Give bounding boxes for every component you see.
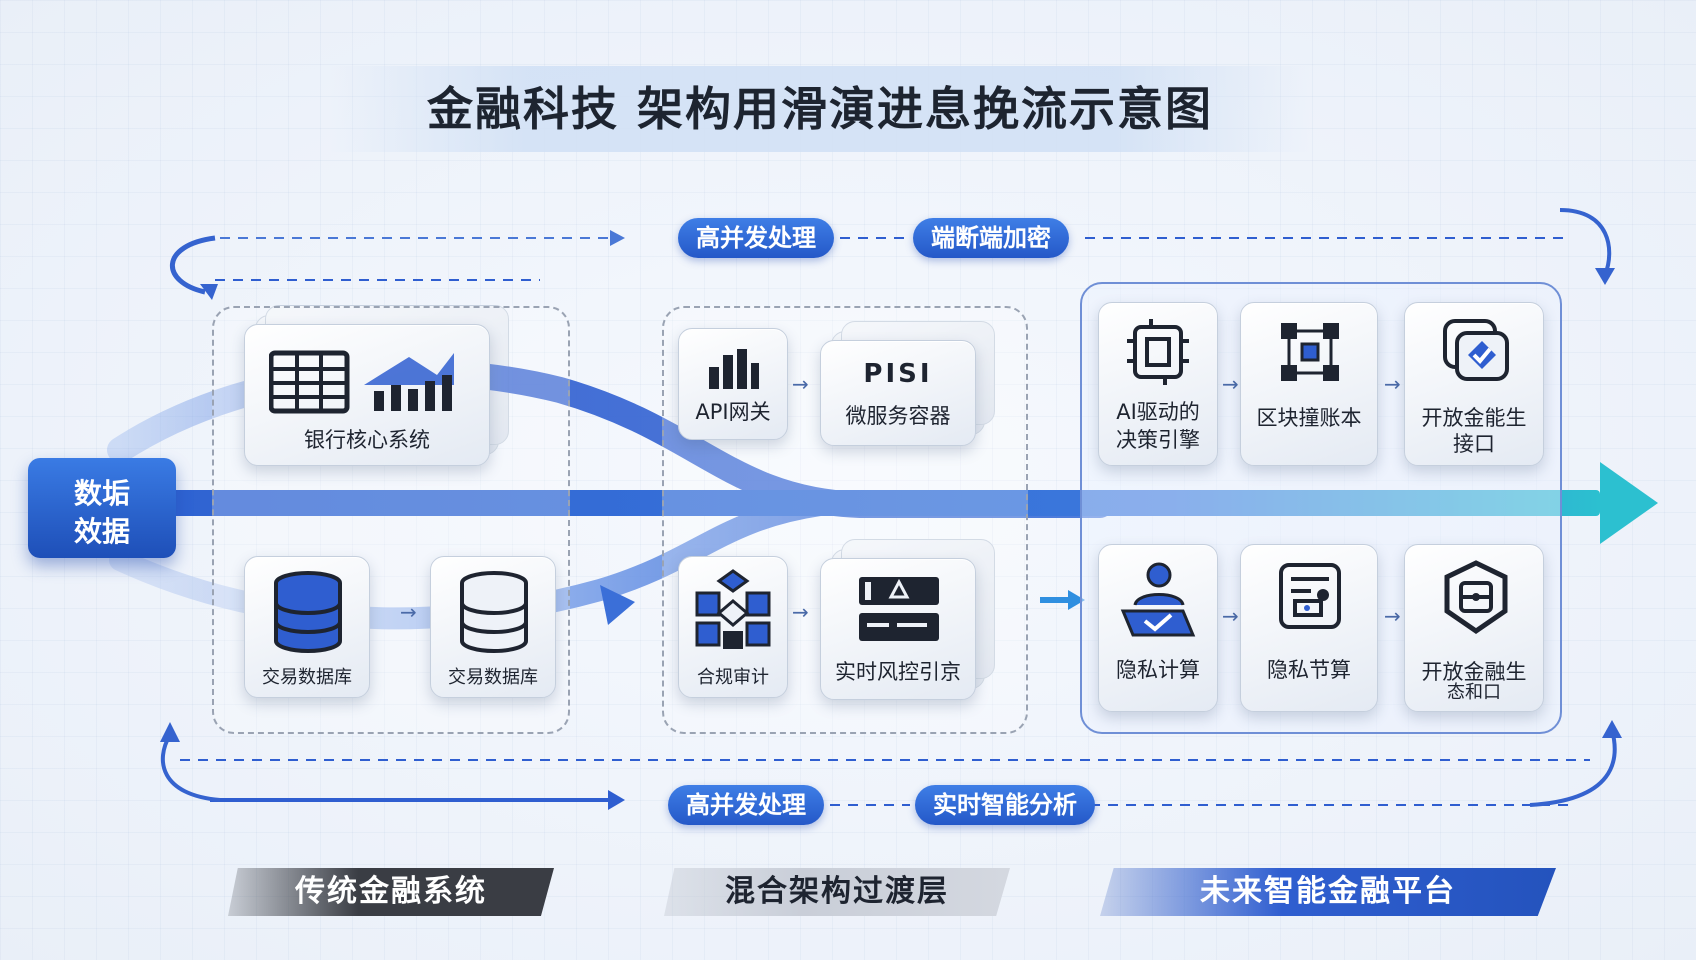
top-right-loop-arrow <box>1559 208 1612 276</box>
pill-end-to-end-encryption: 端断端加密 <box>913 218 1069 258</box>
card-compliance-audit: 合规审计 <box>678 556 788 698</box>
bottom-right-loop-arrow <box>1529 729 1617 807</box>
main-flow-arrowhead <box>1600 462 1658 544</box>
ai-chip-icon <box>1127 319 1189 385</box>
compliance-audit-label: 合规审计 <box>697 667 769 688</box>
microservice-container-label: 微服务容器 <box>845 404 951 428</box>
privacy-computing-2-label: 隐私节算 <box>1267 658 1351 682</box>
container-badge: PISI <box>863 359 933 389</box>
database-icon <box>274 571 342 653</box>
card-open-finance-ecosystem: 开放金融生 态和口 <box>1404 544 1544 712</box>
ai-engine-label-line1: AI驱动的 <box>1116 400 1200 424</box>
bottom-arrowhead <box>608 790 625 810</box>
circuit-board-icon <box>1279 563 1341 629</box>
top-arrowhead <box>610 230 625 246</box>
transaction-db-1-label: 交易数据库 <box>262 667 352 688</box>
arrow-right-icon: → <box>1384 604 1401 628</box>
main-flow-arrow-body <box>160 490 1600 516</box>
banner-hybrid-layer: 混合架构过渡层 <box>664 868 1010 916</box>
arrow-right-icon: → <box>400 600 417 624</box>
arrow-right-icon: → <box>1222 604 1239 628</box>
top-left-loop-arrow <box>170 235 216 295</box>
loop-arrowhead <box>160 722 180 742</box>
arrow-right-icon: → <box>1222 372 1239 396</box>
card-blockchain-ledger: 区块撞账本 <box>1240 302 1378 466</box>
card-transaction-db-1: 交易数据库 <box>244 556 370 698</box>
risk-engine-label: 实时风控引京 <box>835 660 961 684</box>
pill-high-concurrency-bottom: 高并发处理 <box>668 785 824 825</box>
card-privacy-computing-2: 隐私节算 <box>1240 544 1378 712</box>
open-eco-label-line2: 态和口 <box>1447 682 1501 703</box>
banner-future-platform: 未来智能金融平台 <box>1100 868 1556 916</box>
transaction-db-2-label: 交易数据库 <box>448 667 538 688</box>
card-risk-engine: 实时风控引京 <box>820 539 995 700</box>
card-privacy-computing-1: 隐私计算 <box>1098 544 1218 712</box>
bottom-left-loop-arrow <box>160 733 221 802</box>
arrow-right-icon: → <box>792 372 809 396</box>
connector-arrowhead <box>1068 590 1085 610</box>
open-api-label-line1: 开放金能生 <box>1421 406 1527 430</box>
shield-network-icon <box>1444 560 1508 635</box>
blockchain-network-icon <box>1281 323 1339 381</box>
card-microservice-container: PISI 微服务容器 <box>820 321 995 446</box>
title-band <box>330 66 1310 152</box>
lower-flow-arrowhead <box>600 585 635 625</box>
privacy-computing-1-label: 隐私计算 <box>1116 658 1200 682</box>
card-api-gateway: API网关 <box>678 328 788 440</box>
arrow-right-icon: → <box>1384 372 1401 396</box>
ai-engine-label-line2: 决策引擎 <box>1116 428 1200 452</box>
core-banking-label: 银行核心系统 <box>304 428 430 452</box>
pill-realtime-analytics: 实时智能分析 <box>915 785 1095 825</box>
loop-arrowhead <box>1602 720 1622 738</box>
ledger-chart-icon <box>269 350 454 414</box>
warning-panel-icon <box>859 577 939 641</box>
api-window-check-icon <box>1443 319 1509 381</box>
banner-traditional-finance: 传统金融系统 <box>228 868 554 916</box>
user-check-icon <box>1120 562 1196 637</box>
arrow-right-icon: → <box>792 600 809 624</box>
database-icon <box>460 571 528 653</box>
open-eco-label-line1: 开放金融生 <box>1421 660 1527 684</box>
card-ai-decision-engine: AI驱动的 决策引擎 <box>1098 302 1218 466</box>
page-title: 金融科技 架构用滑演进息挽流示意图 <box>426 82 1213 136</box>
bar-chart-icon <box>709 349 759 389</box>
blockchain-label: 区块撞账本 <box>1256 406 1362 430</box>
card-core-banking: 银行核心系统 <box>244 305 509 466</box>
api-gateway-label: API网关 <box>695 400 771 424</box>
puzzle-cluster-icon <box>695 569 771 649</box>
pill-high-concurrency-top: 高并发处理 <box>678 218 834 258</box>
open-api-label-line2: 接口 <box>1453 432 1495 456</box>
data-source-line1: 数垢 <box>73 477 130 510</box>
loop-arrowhead <box>200 284 218 300</box>
card-transaction-db-2: 交易数据库 <box>430 556 556 698</box>
data-source-line2: 效据 <box>73 515 130 548</box>
loop-arrowhead <box>1595 268 1615 285</box>
card-open-finance-api: 开放金能生 接口 <box>1404 302 1544 466</box>
data-source-block: 数垢 效据 <box>28 458 176 558</box>
